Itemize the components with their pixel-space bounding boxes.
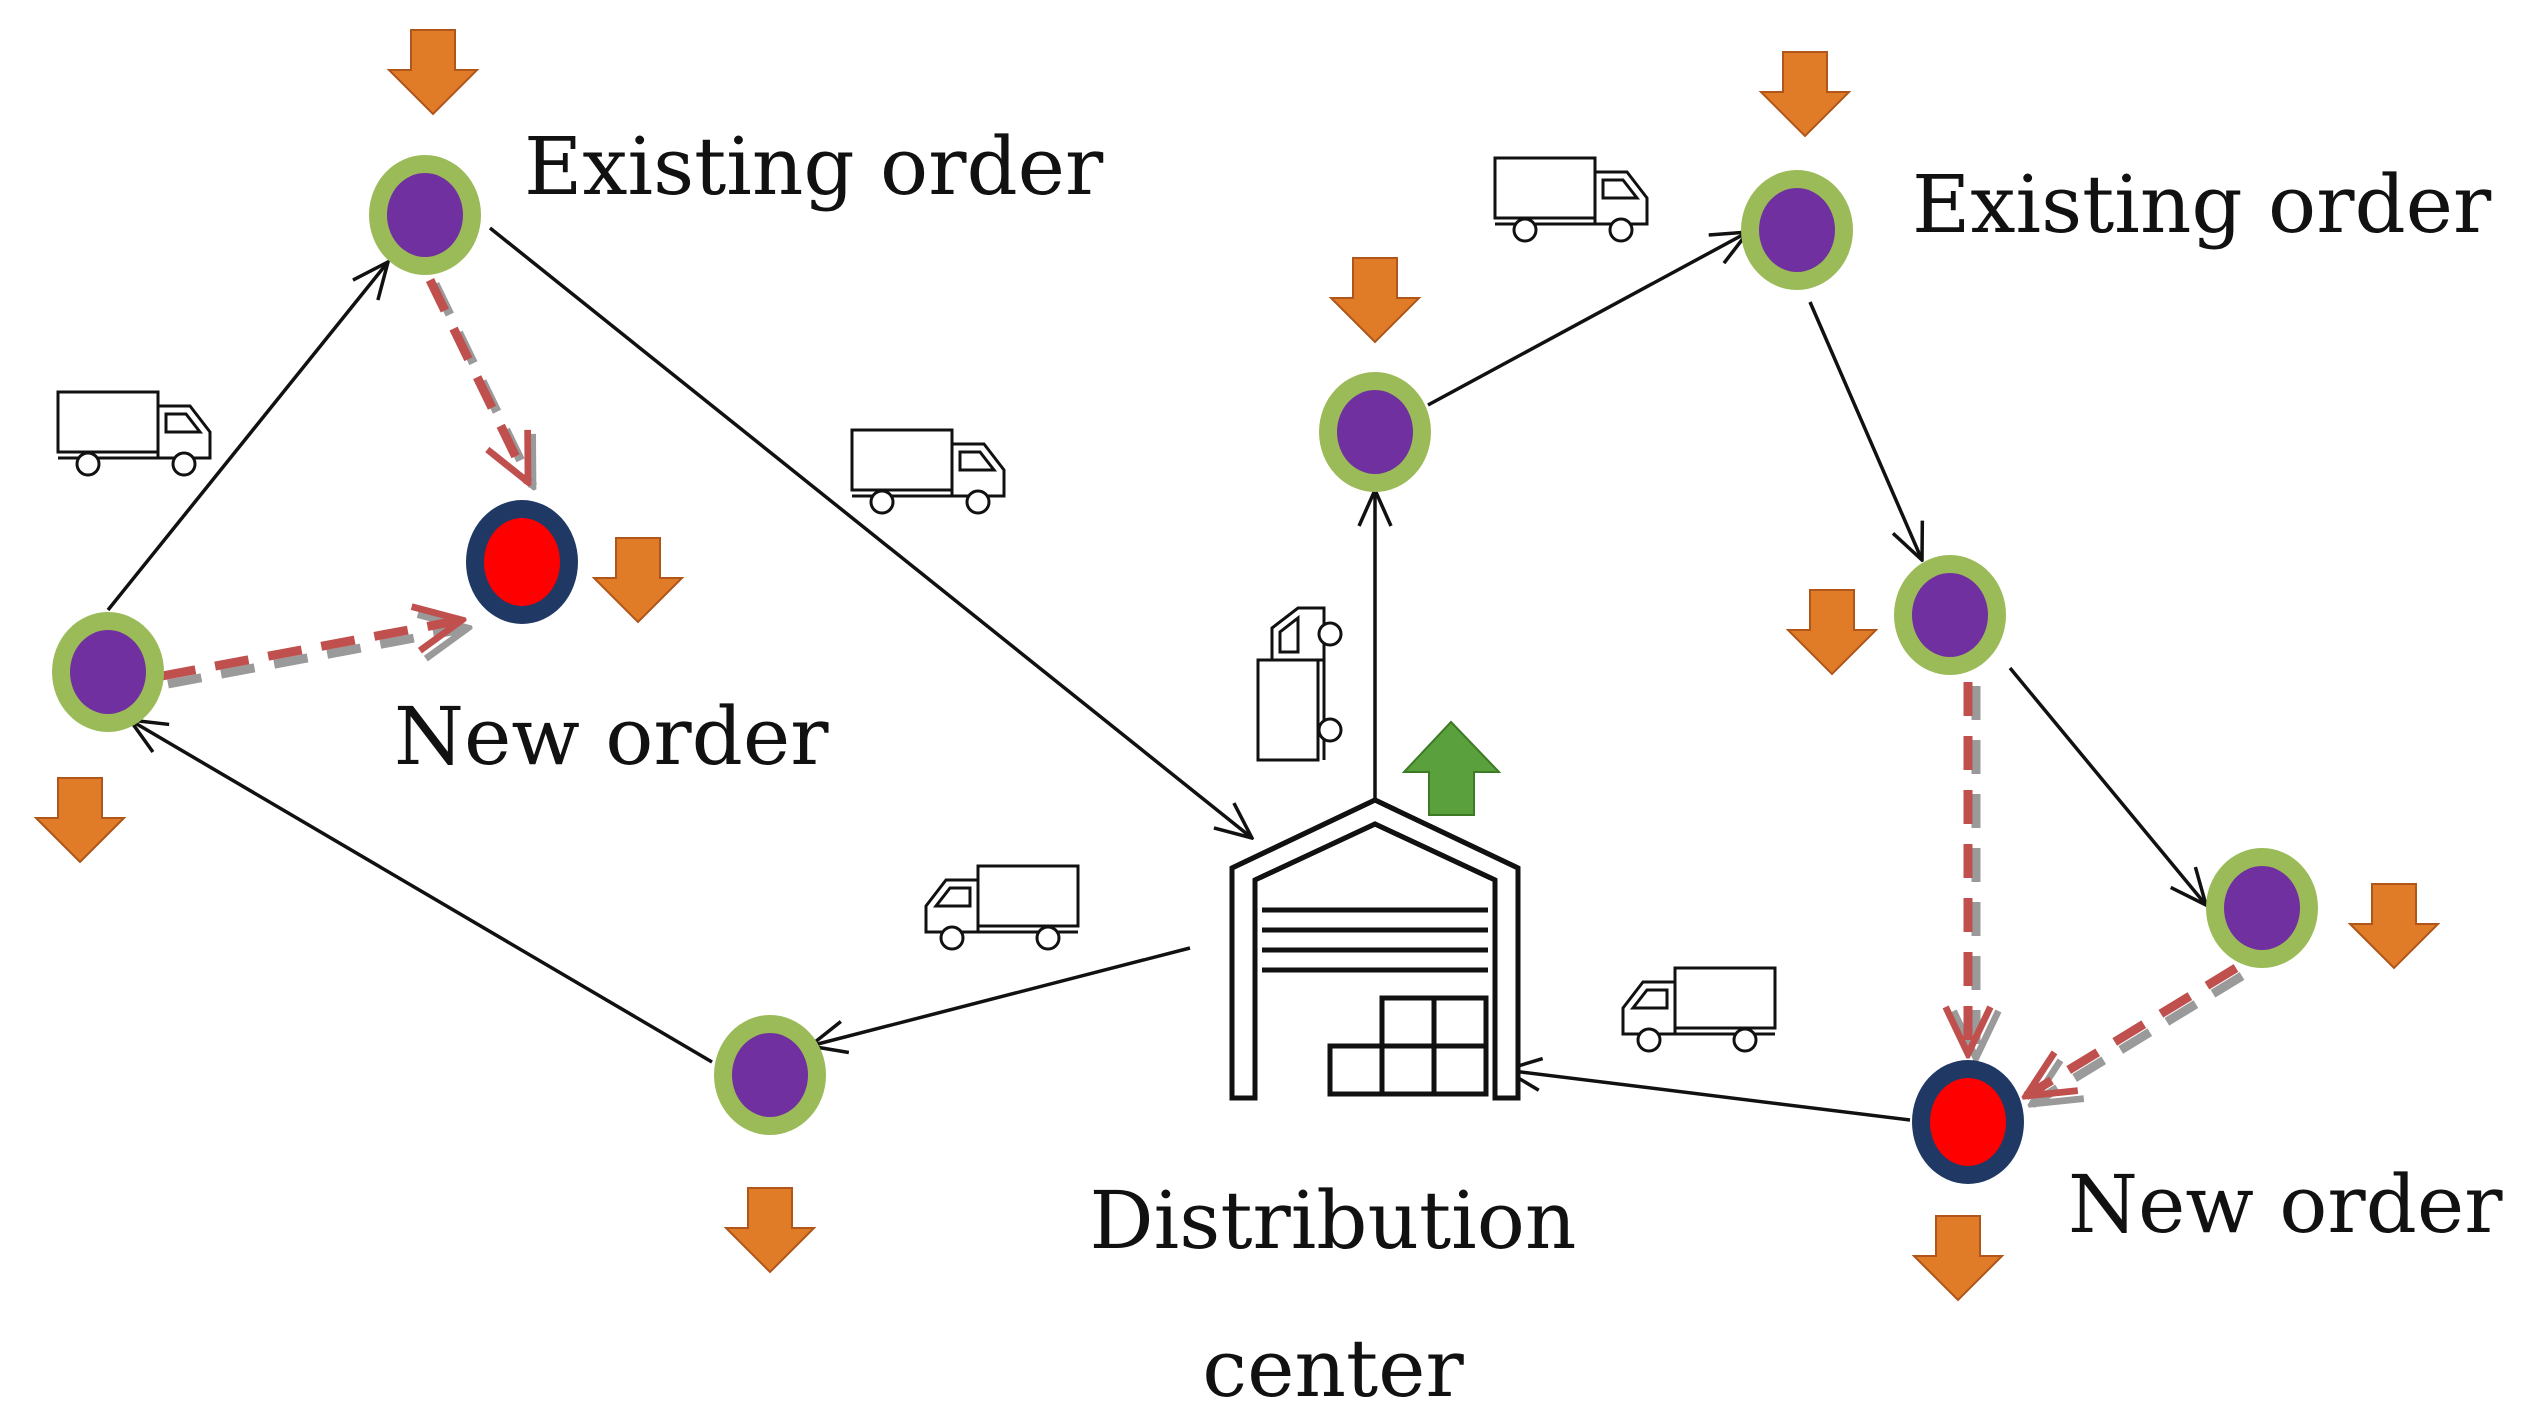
down-arrow-icon: [1330, 257, 1420, 343]
existing-order-node: [2206, 848, 2318, 968]
up-arrow-icon: [1401, 720, 1502, 816]
down-arrow-icon: [1760, 51, 1850, 137]
distribution-center-label: center: [1202, 1322, 1464, 1415]
existing-order-label: Existing order: [1912, 158, 2492, 251]
route-edge: [2008, 666, 2206, 905]
route-edges: [106, 226, 2206, 1122]
existing-order-label: Existing order: [524, 120, 1104, 213]
insertion-edge: [2026, 964, 2239, 1096]
delivery-truck-icon: [1256, 606, 1343, 762]
down-arrow-icon: [2349, 883, 2439, 969]
delivery-truck-icon: [850, 428, 1006, 515]
existing-order-node: [369, 155, 481, 275]
insertion-edge: [161, 620, 462, 681]
route-edge: [130, 720, 713, 1064]
down-arrow-icon: [388, 29, 478, 115]
existing-order-node: [1894, 555, 2006, 675]
route-edge: [106, 262, 388, 612]
down-arrow-icon: [35, 777, 125, 863]
down-arrow-icon: [1787, 589, 1877, 675]
insertion-edge: [425, 278, 533, 482]
existing-order-node: [1741, 170, 1853, 290]
distribution-center-label: Distribution: [1090, 1174, 1577, 1267]
down-arrow-icon: [593, 537, 683, 623]
route-edge: [1505, 1070, 1911, 1122]
existing-order-node: [52, 612, 164, 732]
new-order-node: [1912, 1060, 2024, 1184]
route-edge: [488, 226, 1252, 838]
delivery-truck-icon: [1621, 966, 1777, 1053]
insertion-edges: [161, 278, 2245, 1104]
existing-order-node: [714, 1015, 826, 1135]
down-arrow-icon: [725, 1187, 815, 1273]
new-order-node: [466, 500, 578, 624]
delivery-truck-icon: [1493, 156, 1649, 243]
new-order-label: New order: [2068, 1158, 2503, 1251]
delivery-truck-icon: [924, 864, 1080, 951]
route-edge: [1808, 301, 1922, 560]
down-arrow-icon: [1913, 1215, 2003, 1301]
warehouse-icon: [1229, 797, 1521, 1101]
delivery-truck-icon: [56, 390, 212, 477]
new-order-label: New order: [394, 690, 829, 783]
route-edge: [1427, 232, 1748, 407]
existing-order-node: [1319, 372, 1431, 492]
route-edge: [810, 946, 1191, 1046]
